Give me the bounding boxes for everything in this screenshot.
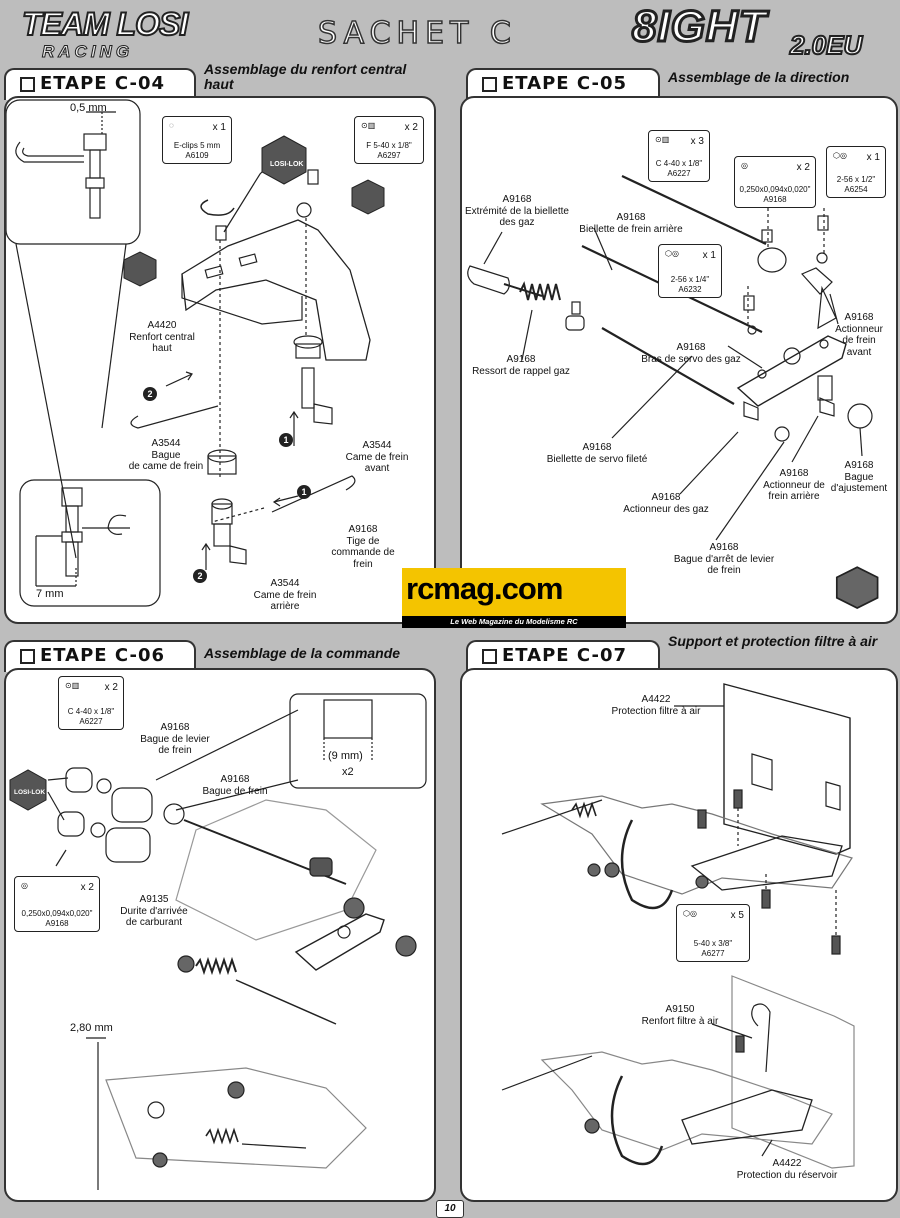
team-losi-logo: TEAM LOSI RACING	[21, 5, 189, 62]
label-extremite-biellette: A9168 Extrémité de la biellette des gaz	[465, 194, 569, 228]
label-bague-frein: A9168 Bague de frein	[202, 774, 268, 797]
step-c06-tab: ETAPE C-06	[4, 640, 196, 672]
parts-box-2-56-quarter: ⬡◎ x 1 2-56 x 1/4"A6232	[658, 244, 722, 298]
brake-cam-front	[313, 403, 333, 425]
step-c07-panel: ⬡◎ x 5 5-40 x 3/8"A6277 A4422 Protection…	[460, 668, 898, 1202]
product-logo-sub: 2.0EU	[789, 29, 863, 61]
setscrew-icon: ⊙▥	[65, 681, 80, 690]
central-brace	[181, 219, 371, 361]
washer-icon: ◎	[21, 881, 28, 890]
c06-illustration: LOSI-LOK	[9, 693, 427, 1190]
measure-9mm: (9 mm)	[328, 750, 363, 762]
washer-icon: ◎	[741, 161, 748, 170]
label-actionneur-gaz: A9168 Actionneur des gaz	[623, 492, 709, 515]
screw-icon: ⬡◎	[665, 249, 679, 258]
step-c07-tab: ETAPE C-07	[466, 640, 660, 672]
label-a3544-arriere: A3544 Came de frein arrière	[253, 578, 317, 612]
label-a4422-tank-guard: A4422 Protection du réservoir	[736, 1158, 838, 1181]
c05-illustration	[467, 175, 879, 609]
label-ressort-rappel: A9168 Ressort de rappel gaz	[472, 354, 570, 377]
parts-box-screw-f5-40: ⊙▥ x 2 F 5-40 x 1/8"A6297	[354, 116, 424, 164]
air-filter-guard	[723, 683, 851, 855]
svg-text:LOSI-LOK: LOSI-LOK	[14, 789, 45, 796]
measure-0-5mm: 0,5 mm	[70, 102, 107, 114]
page-header: TEAM LOSI RACING SACHET C 8IGHT 2.0EU	[0, 0, 900, 66]
label-a4422-filter-guard: A4422 Protection filtre à air	[611, 694, 701, 717]
label-biellette-servo: A9168 Biellette de servo fileté	[546, 442, 648, 465]
label-bague-arret: A9168 Bague d'arrêt de levier de frein	[673, 542, 775, 576]
page-number: 10	[436, 1200, 464, 1218]
e-clip-icon: ◌	[169, 121, 174, 130]
svg-text:2: 2	[147, 389, 152, 399]
return-spring	[519, 281, 561, 301]
sachet-title: SACHET C	[317, 15, 517, 52]
label-a9150: A9150 Renfort filtre à air	[641, 1004, 719, 1027]
step-c05-panel: ⊙▥ x 3 C 4-40 x 1/8"A6227 ◎ x 2 0,250x0,…	[460, 96, 898, 624]
detail-qty: x2	[342, 766, 354, 778]
setscrew-icon: ⊙▥	[655, 135, 670, 144]
c04-illustration: 2 1 1 2 LOSI-LOK	[6, 99, 385, 607]
label-bras-servo: A9168 Bras de servo des gaz	[641, 342, 741, 365]
inset-brake-cam-top	[6, 99, 141, 245]
checkbox-icon	[20, 77, 35, 92]
step-c05-tab: ETAPE C-05	[466, 68, 660, 100]
product-logo: 8IGHT	[631, 1, 768, 53]
losi-lok-tag: LOSI-LOK	[270, 161, 303, 168]
screw-icon: ⬡◎	[833, 151, 847, 160]
parts-box-washer-x2: ◎ x 2 0,250x0,094x0,020"A9168	[734, 156, 816, 208]
inset-brake-cam-bottom	[19, 479, 161, 607]
screw-icon: ⬡◎	[683, 909, 697, 918]
svg-text:2: 2	[197, 571, 202, 581]
checkbox-icon	[482, 649, 497, 664]
label-bague-levier: A9168 Bague de levier de frein	[140, 722, 210, 756]
step-c06-panel: LOSI-LOK ⊙▥ x 2 C 4-40 x 1/8"A6227 ◎ x 2…	[4, 668, 436, 1202]
label-biellette-frein-arriere: A9168 Biellette de frein arrière	[579, 212, 683, 235]
label-a9168-tige: A9168 Tige de commande de frein	[331, 524, 395, 570]
label-actionneur-frein-arriere: A9168 Actionneur de frein arrière	[763, 468, 825, 502]
rcmag-watermark: rcmag.com Le Web Magazine du Modelisme R…	[402, 568, 626, 630]
parts-box-washer-x2: ◎ x 2 0,250x0,094x0,020"A9168	[14, 876, 100, 932]
step-c07-subtitle: Support et protection filtre à air	[668, 633, 878, 649]
step-c04-panel: 2 1 1 2 LOSI-LOK 0,5 mm 7 mm ◌ x 1 E-clips…	[4, 96, 436, 624]
label-actionneur-frein-avant: A9168 Actionneur de frein avant	[835, 312, 883, 358]
parts-box-2-56-half: ⬡◎ x 1 2-56 x 1/2"A6254	[826, 146, 886, 198]
checkbox-icon	[20, 649, 35, 664]
step-c05-subtitle: Assemblage de la direction	[668, 69, 850, 85]
measure-2-80mm: 2,80 mm	[70, 1022, 113, 1034]
parts-box-c4-40-x3: ⊙▥ x 3 C 4-40 x 1/8"A6227	[648, 130, 710, 182]
throttle-servo-arm	[736, 335, 847, 407]
c07-illustration	[501, 683, 855, 1169]
step-c04-subtitle: Assemblage du renfort central haut	[204, 61, 407, 92]
screw-icon: ⊙▥	[361, 121, 376, 130]
label-a3544-avant: A3544 Came de frein avant	[345, 440, 409, 474]
parts-box-c4-40-x2: ⊙▥ x 2 C 4-40 x 1/8"A6227	[58, 676, 124, 730]
parts-box-5-40-x5: ⬡◎ x 5 5-40 x 3/8"A6277	[676, 904, 750, 962]
step-c06-subtitle: Assemblage de la commande	[204, 645, 401, 661]
step-c04-tab: ETAPE C-04	[4, 68, 196, 100]
label-a4420: A4420 Renfort central haut	[129, 320, 195, 354]
svg-text:1: 1	[283, 435, 288, 445]
throttle-linkage-end	[467, 265, 510, 295]
fuel-tank-guard	[731, 975, 855, 1169]
brake-cam-rear	[229, 545, 247, 565]
rotate-icon	[835, 566, 879, 609]
svg-text:1: 1	[301, 487, 306, 497]
measure-7mm: 7 mm	[36, 588, 64, 600]
label-bague-ajustement: A9168 Bague d'ajustement	[830, 460, 888, 494]
checkbox-icon	[482, 77, 497, 92]
label-durite: A9135 Durite d'arrivée de carburant	[120, 894, 188, 928]
label-a3544-bague: A3544 Bague de came de frein	[128, 438, 204, 472]
